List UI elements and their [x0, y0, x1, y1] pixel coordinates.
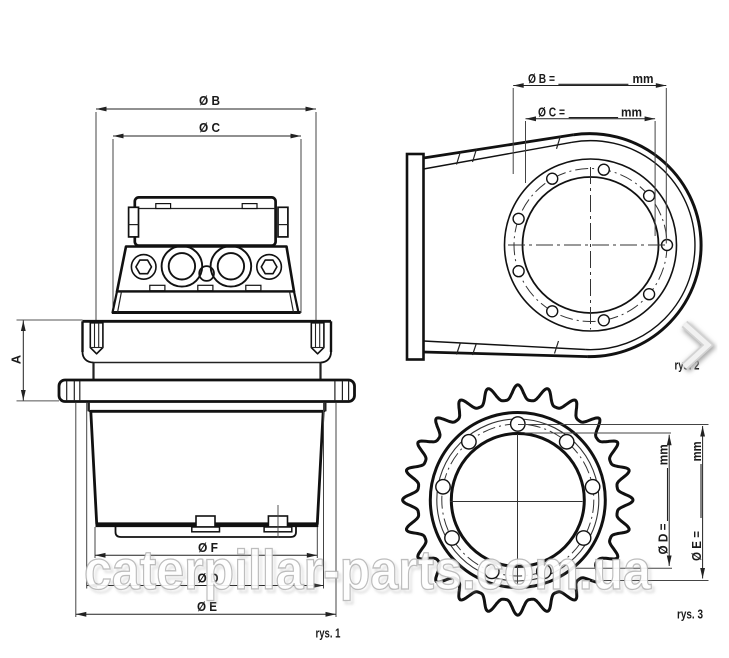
svg-text:Ø E: Ø E: [197, 600, 217, 614]
svg-text:caterpillar-parts.com.ua: caterpillar-parts.com.ua: [84, 538, 652, 601]
svg-text:Ø C: Ø C: [199, 120, 221, 135]
svg-text:Ø D: Ø D: [198, 572, 219, 586]
svg-text:A: A: [9, 354, 24, 364]
svg-text:mm: mm: [621, 105, 642, 119]
svg-text:Ø B =: Ø B =: [528, 72, 555, 86]
svg-text:rys. 3: rys. 3: [677, 608, 703, 622]
svg-text:mm: mm: [656, 444, 671, 465]
svg-text:Ø E =: Ø E =: [689, 531, 704, 561]
svg-text:mm: mm: [689, 441, 704, 461]
svg-text:Ø F: Ø F: [198, 541, 218, 555]
svg-text:rys. 1: rys. 1: [316, 627, 341, 641]
svg-text:caterpillar-parts.com.ua: caterpillar-parts.com.ua: [87, 541, 655, 604]
svg-text:Ø C =: Ø C =: [538, 105, 565, 119]
svg-text:Ø D =: Ø D =: [656, 523, 671, 554]
svg-text:mm: mm: [633, 72, 654, 86]
svg-text:Ø B: Ø B: [199, 93, 220, 108]
